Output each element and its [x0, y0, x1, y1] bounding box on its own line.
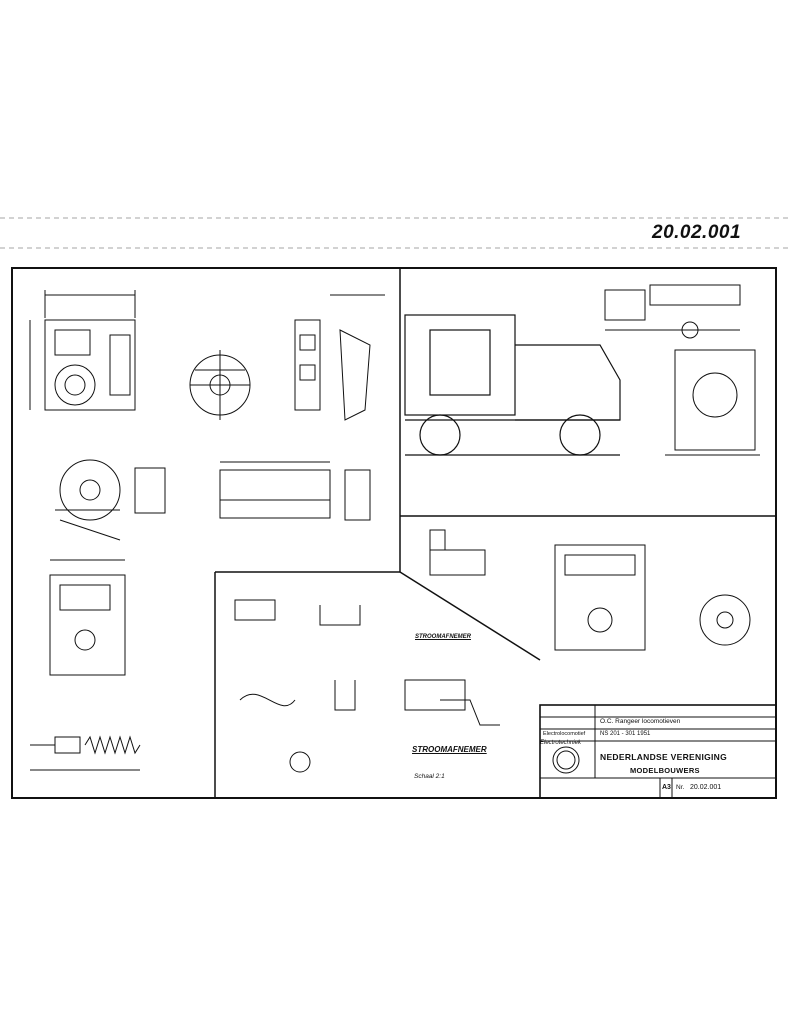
part-frame-plate [49, 559, 126, 676]
sheet-frame [11, 267, 777, 799]
drawing-number-header: 20.02.001 [652, 222, 742, 243]
society-line2: MODELBOUWERS [630, 766, 700, 775]
part-disk [699, 594, 751, 646]
locomotive-view [404, 314, 621, 456]
part-spring [30, 735, 141, 771]
part-beam [219, 461, 371, 521]
part-bracket-lower [429, 529, 486, 576]
top-dashed-lines [0, 217, 790, 249]
part-spring-clip [239, 693, 311, 773]
title-block-sub: NS 201 - 301 1951 [600, 731, 651, 737]
part-pulley [189, 350, 251, 420]
part-gear [55, 459, 166, 541]
title-block-row1: Electrolocomotief [543, 731, 586, 737]
section-label-loco: Electrotechniek [540, 740, 582, 746]
part-top-left [29, 290, 136, 411]
circuit-schematic [604, 284, 741, 339]
sheet-number: 20.02.001 [690, 784, 722, 791]
title-block [539, 704, 777, 799]
stroomafnemer-label: STROOMAFNEMER [412, 745, 487, 754]
society-line1: NEDERLANDSE VERENIGING [600, 752, 728, 762]
part-housing [554, 544, 646, 651]
format-label: A3 [662, 784, 671, 791]
schaal-label: Schaal 2:1 [414, 773, 445, 780]
part-bracket-mid [404, 679, 500, 726]
gearbox-view [665, 349, 760, 456]
title-block-project: O.C. Rangeer locomotieven [600, 718, 681, 725]
stroomafnemer-label-2: STROOMAFNEMER [415, 634, 471, 640]
part-vertical-bracket [294, 294, 385, 421]
number-label: Nr. [676, 784, 685, 791]
part-u-clip [234, 599, 361, 711]
